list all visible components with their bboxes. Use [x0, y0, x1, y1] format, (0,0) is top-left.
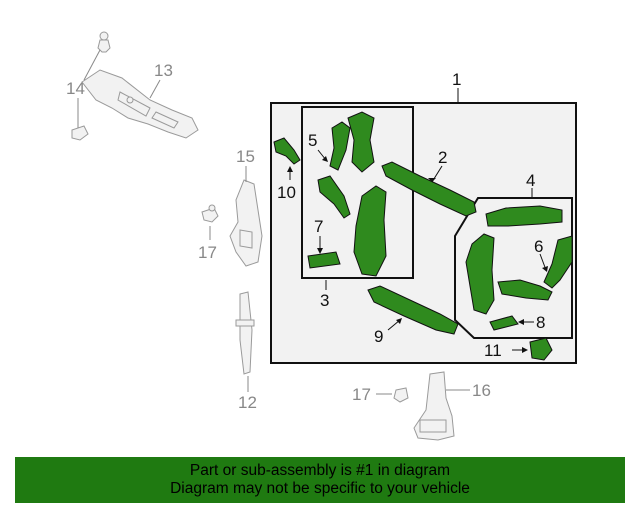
- callout-17-bottom: 17: [352, 385, 371, 404]
- callout-5: 5: [308, 131, 317, 150]
- callout-16: 16: [472, 381, 491, 400]
- callout-14: 14: [66, 79, 85, 98]
- banner-line-1: Part or sub-assembly is #1 in diagram: [189, 462, 451, 479]
- part-6-bracket: [497, 235, 573, 301]
- part-5-pillar: [329, 111, 375, 173]
- callout-1: 1: [452, 70, 461, 89]
- part-10-bracket: [273, 137, 301, 165]
- callout-13: 13: [154, 61, 173, 80]
- callout-3: 3: [320, 291, 329, 310]
- callout-11: 11: [484, 341, 502, 360]
- part-17-clip-bottom: [393, 387, 409, 403]
- callout-4: 4: [526, 171, 535, 190]
- part-8-bracket: [489, 315, 519, 331]
- callout-9: 9: [374, 327, 383, 346]
- part-16-duct: [413, 371, 455, 441]
- part-9-lower-member: [367, 285, 459, 335]
- part-4-left-pillar: [465, 233, 495, 315]
- part-11-bracket: [529, 337, 553, 361]
- callout-7: 7: [314, 217, 323, 236]
- banner-line-2: Diagram may not be specific to your vehi…: [170, 480, 470, 497]
- parts-diagram: 1 2 3 4 5 6 7 8 9 10 11 12 13 14 15 16 1…: [66, 31, 577, 441]
- part-13-bracket: [81, 69, 199, 139]
- part-14-clip-top: [97, 31, 111, 53]
- info-banner: Part or sub-assembly is #1 in diagram Di…: [15, 457, 625, 503]
- part-2-cross-member: [381, 161, 477, 217]
- callout-12: 12: [238, 393, 257, 412]
- part-3-lower-pillar: [317, 175, 387, 277]
- callout-6: 6: [534, 237, 543, 256]
- part-14-clip-bottom: [71, 125, 89, 141]
- callout-2: 2: [438, 148, 447, 167]
- part-12-strip: [235, 291, 255, 375]
- part-15-side-panel: [229, 179, 263, 267]
- part-4-upper-bar: [485, 205, 563, 227]
- part-7-block: [307, 251, 341, 269]
- part-17-clip-left: [201, 204, 219, 223]
- callout-10: 10: [277, 183, 296, 202]
- callout-17-left: 17: [198, 243, 217, 262]
- callout-8: 8: [536, 313, 545, 332]
- callout-15: 15: [236, 147, 255, 166]
